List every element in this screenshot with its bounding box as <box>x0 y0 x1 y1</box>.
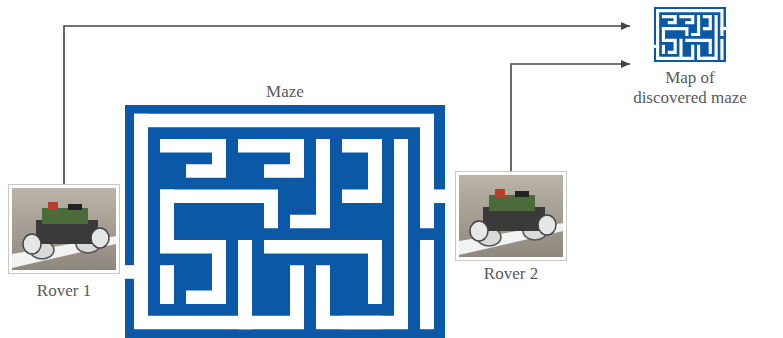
data-arrow <box>511 64 630 171</box>
rover-node: Rover 1 <box>8 184 120 308</box>
rover-photo <box>455 171 567 261</box>
node-label: Maze <box>125 82 445 102</box>
rover-photo <box>8 184 120 274</box>
node-label: Map of discovered maze <box>630 68 750 108</box>
node-label: Rover 1 <box>8 281 120 301</box>
maze-map-icon <box>654 7 726 62</box>
node-label: Rover 2 <box>455 264 567 284</box>
map-node: Map of discovered maze <box>630 6 750 114</box>
maze-drawing <box>125 105 445 338</box>
rover-node: Rover 2 <box>455 171 567 289</box>
maze-node: Maze <box>125 80 445 338</box>
